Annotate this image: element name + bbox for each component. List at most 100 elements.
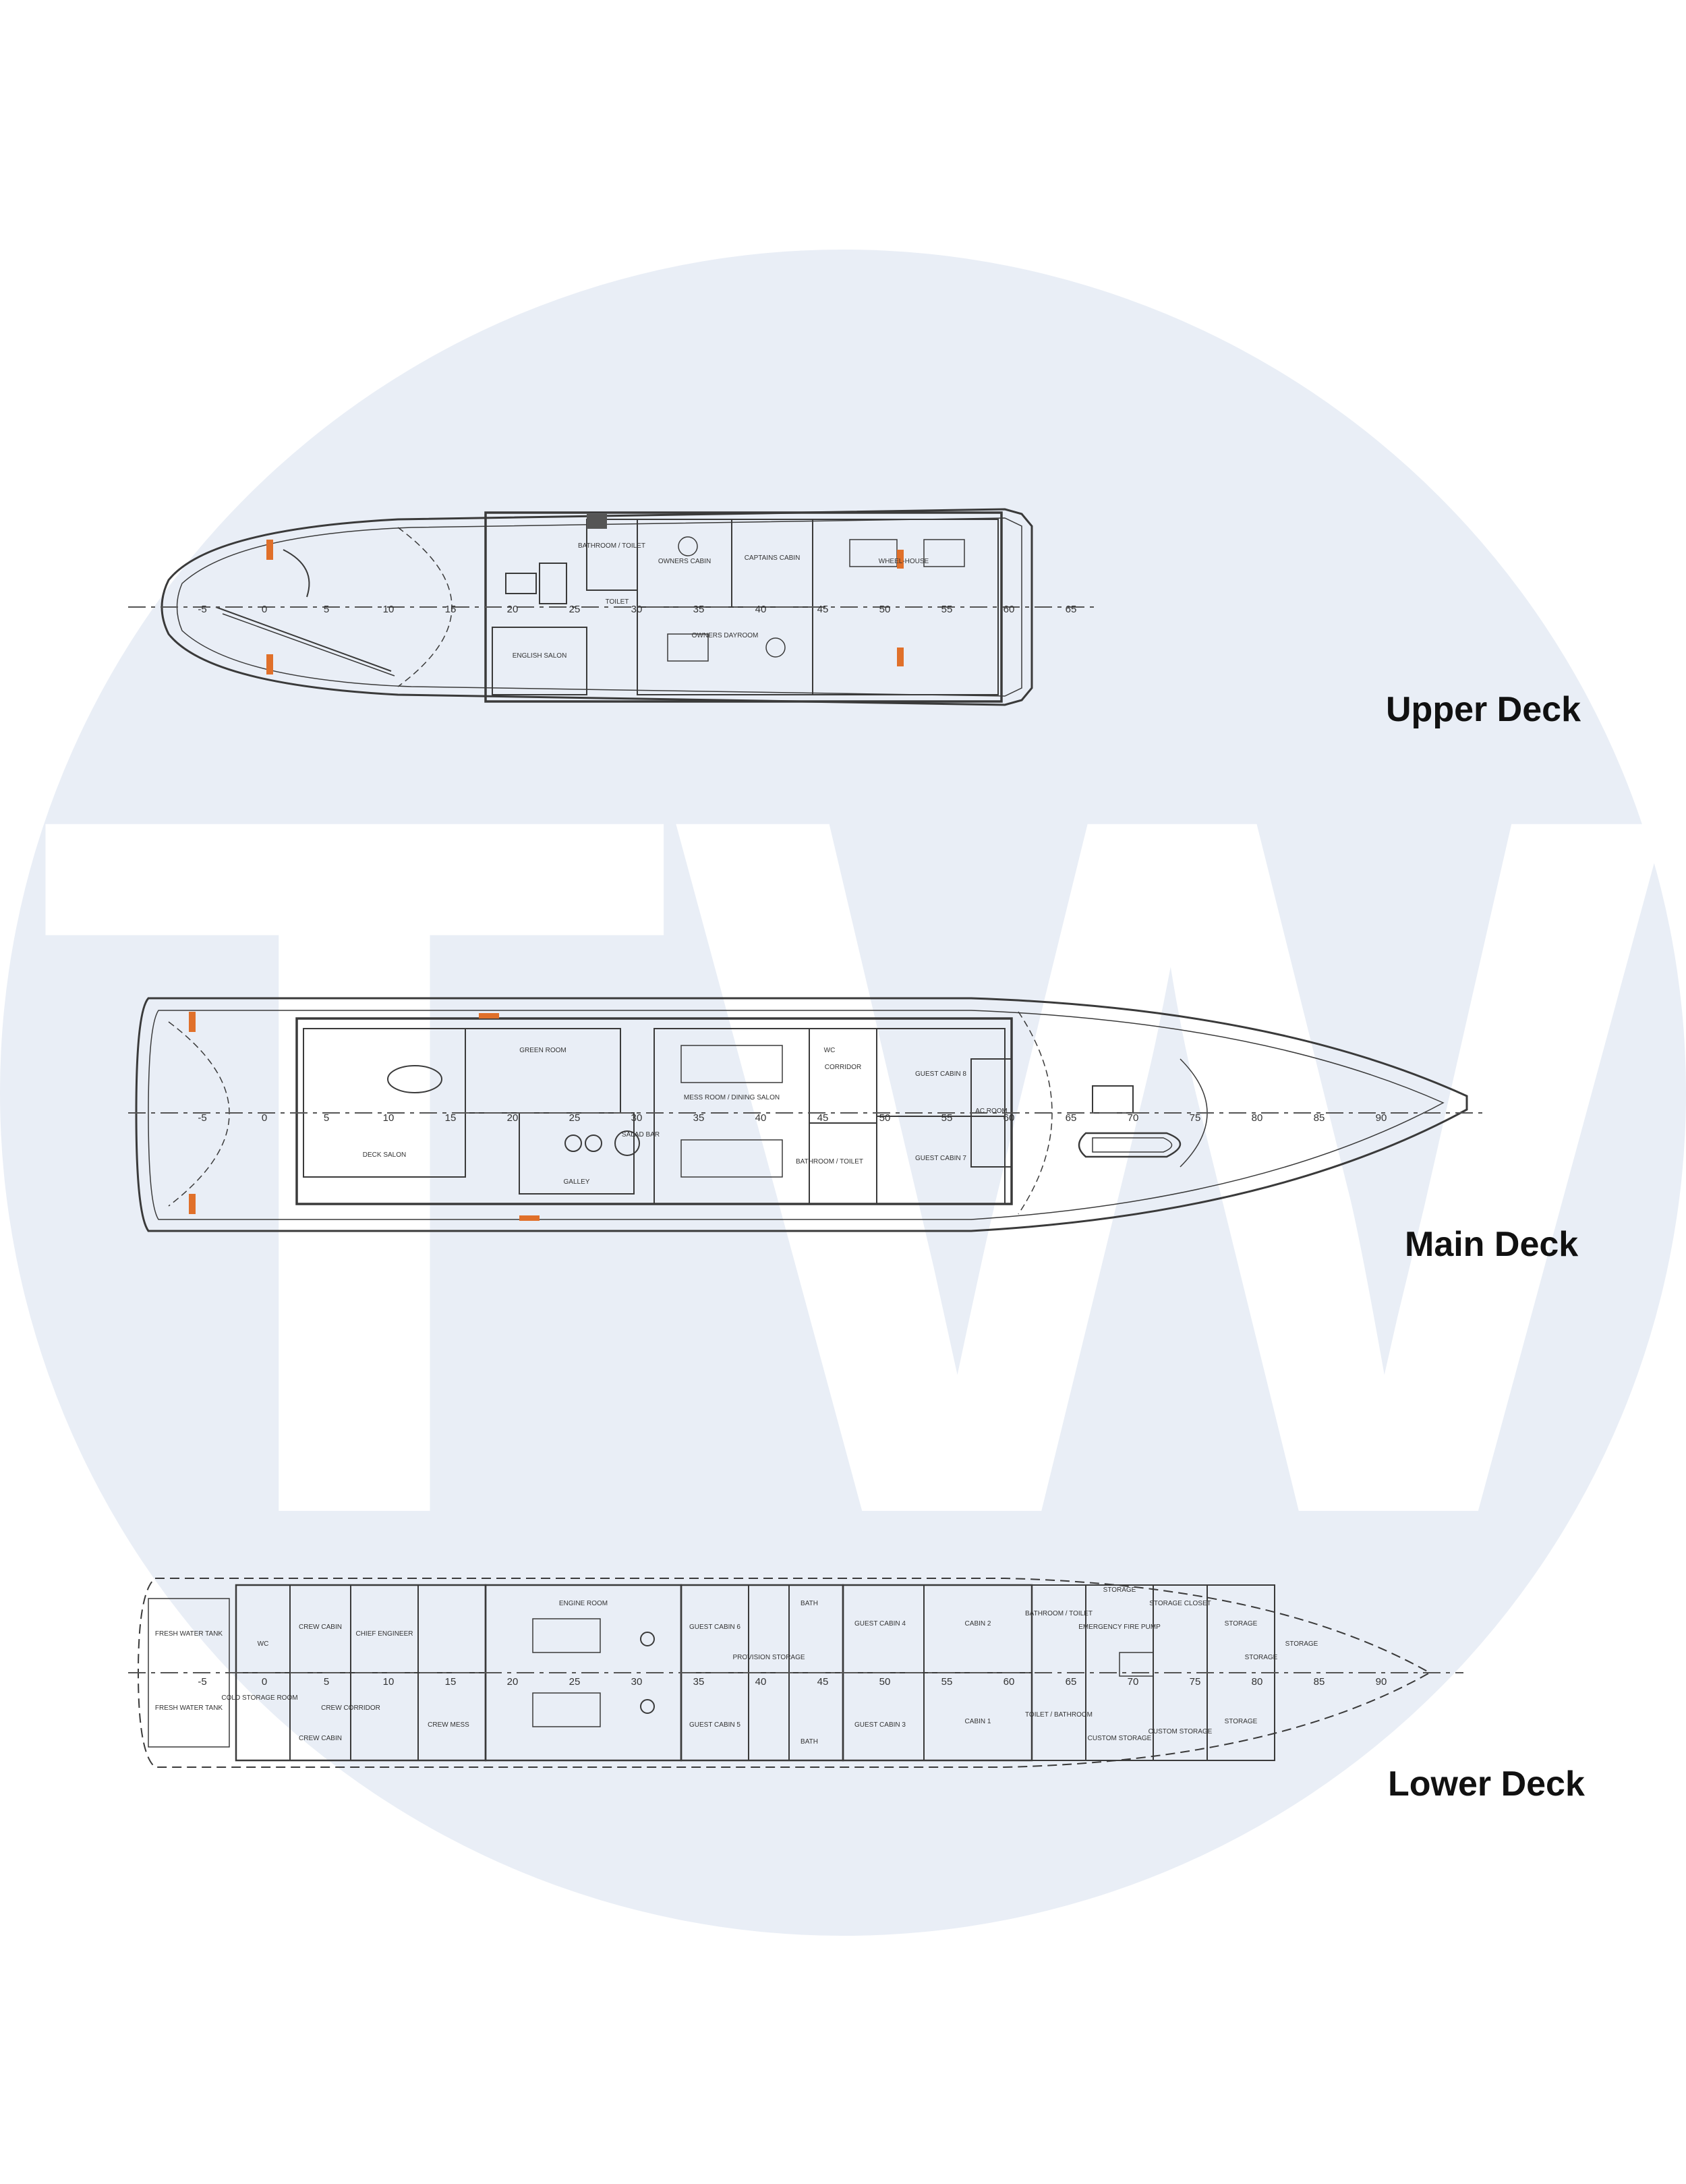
upper-room-label: TOILET <box>606 598 629 606</box>
lower-room-label: CREW MESS <box>428 1721 469 1729</box>
upper-room-label: WHEEL-HOUSE <box>879 558 929 565</box>
main-frame-number: 20 <box>507 1112 519 1124</box>
upper-frame-number: 15 <box>445 604 457 615</box>
main-frame-number: 65 <box>1066 1112 1077 1124</box>
lower-frame-number: 40 <box>755 1676 767 1688</box>
upper-stair-curve <box>283 549 310 598</box>
upper-room-label: CAPTAINS CABIN <box>745 554 801 562</box>
lower-room-label: BATHROOM / TOILET <box>1025 1610 1093 1617</box>
upper-room-label: OWNERS DAYROOM <box>692 632 759 639</box>
lower-frame-number: 75 <box>1190 1676 1201 1688</box>
lower-room-label: STORAGE <box>1285 1640 1318 1648</box>
main-room-label: WC <box>824 1047 836 1054</box>
main-frame-number: 15 <box>445 1112 457 1124</box>
lower-room-label: STORAGE <box>1225 1718 1258 1725</box>
main-salon-table <box>387 1065 442 1093</box>
lower-room-label: CREW CORRIDOR <box>321 1704 380 1712</box>
main-frame-number: 90 <box>1376 1112 1387 1124</box>
main-room-label: GREEN ROOM <box>519 1047 566 1054</box>
upper-frame-number: 20 <box>507 604 519 615</box>
main-frame-number: 60 <box>1004 1112 1015 1124</box>
lower-frame-number: 55 <box>941 1676 953 1688</box>
main-frame-number: 80 <box>1252 1112 1263 1124</box>
lower-frame-number: 5 <box>324 1676 329 1688</box>
main-frame-number: 0 <box>262 1112 267 1124</box>
lower-room-label: WC <box>258 1640 269 1648</box>
main-frame-number: 30 <box>631 1112 643 1124</box>
main-hull-outline <box>135 997 1468 1232</box>
upper-frame-number: 0 <box>262 604 267 615</box>
main-corridor <box>809 1028 877 1124</box>
lower-room-label: GUEST CABIN 3 <box>854 1721 906 1729</box>
lower-frame-number: 10 <box>383 1676 395 1688</box>
upper-hull-inner <box>176 517 1022 697</box>
main-deck-label: Main Deck <box>1405 1225 1579 1264</box>
upper-frame-number: 55 <box>941 604 953 615</box>
lower-room-label: BATH <box>801 1600 818 1607</box>
lower-deck-label: Lower Deck <box>1388 1764 1585 1804</box>
main-room-label: GUEST CABIN 8 <box>915 1070 966 1078</box>
lower-frame-number: 65 <box>1066 1676 1077 1688</box>
upper-stair-block <box>587 514 607 529</box>
main-tender-boat <box>1078 1132 1182 1158</box>
upper-frame-number: 50 <box>879 604 891 615</box>
main-frame-number: 25 <box>569 1112 581 1124</box>
lower-room-label: CABIN 2 <box>965 1620 991 1628</box>
upper-frame-number: 60 <box>1004 604 1015 615</box>
main-frame-number: 40 <box>755 1112 767 1124</box>
upper-room-label: BATHROOM / TOILET <box>578 542 645 550</box>
upper-frame-number: 45 <box>817 604 829 615</box>
lower-frame-number: 85 <box>1314 1676 1325 1688</box>
main-frame-number: 35 <box>693 1112 705 1124</box>
lower-room-label: PROVISION STORAGE <box>732 1654 805 1661</box>
upper-crane-arm <box>215 606 392 672</box>
main-room-label: MESS ROOM / DINING SALON <box>684 1094 780 1101</box>
lower-room-label: CREW CABIN <box>299 1735 342 1742</box>
main-frame-number: 70 <box>1128 1112 1139 1124</box>
upper-frame-number: 25 <box>569 604 581 615</box>
lower-room-label: FRESH WATER TANK <box>155 1704 223 1712</box>
main-room-label: GALLEY <box>564 1178 590 1186</box>
upper-frame-number: 10 <box>383 604 395 615</box>
upper-foredeck-arc <box>397 527 453 687</box>
main-guest-cabin-7 <box>876 1116 1006 1205</box>
main-hull-inner <box>148 1010 1445 1220</box>
upper-hull-outline <box>161 508 1033 706</box>
upper-owners-dayroom <box>637 606 813 695</box>
lower-frame-number: 45 <box>817 1676 829 1688</box>
upper-frame-number: -5 <box>198 604 206 615</box>
upper-frame-number: 40 <box>755 604 767 615</box>
lower-room-label: GUEST CABIN 5 <box>689 1721 740 1729</box>
lower-frame-number: 25 <box>569 1676 581 1688</box>
main-mess-room <box>653 1028 810 1205</box>
lower-frame-number: 20 <box>507 1676 519 1688</box>
upper-frame-number: 35 <box>693 604 705 615</box>
lower-room-label: CHIEF ENGINEER <box>355 1630 413 1638</box>
main-room-label: DECK SALON <box>363 1151 406 1159</box>
lower-room-label: ENGINE ROOM <box>559 1600 608 1607</box>
upper-bathroom <box>586 519 638 591</box>
lower-room-label: EMERGENCY FIRE PUMP <box>1078 1623 1161 1631</box>
lower-room-label: STORAGE <box>1103 1586 1136 1594</box>
upper-frame-number: 30 <box>631 604 643 615</box>
main-frame-number: 50 <box>879 1112 891 1124</box>
upper-room-label: ENGLISH SALON <box>513 652 567 660</box>
main-room-label: CORRIDOR <box>825 1064 861 1071</box>
upper-captains-cabin <box>731 519 813 608</box>
lower-room-label: CUSTOM STORAGE <box>1088 1735 1152 1742</box>
upper-room-label: OWNERS CABIN <box>658 558 711 565</box>
lower-room-label: TOILET / BATHROOM <box>1025 1711 1093 1719</box>
lower-frame-number: 70 <box>1128 1676 1139 1688</box>
main-frame-number: 45 <box>817 1112 829 1124</box>
lower-frame-number: 35 <box>693 1676 705 1688</box>
lower-frame-number: 0 <box>262 1676 267 1688</box>
main-frame-number: -5 <box>198 1112 206 1124</box>
lower-room-label: STORAGE <box>1225 1620 1258 1628</box>
lower-room-label: CREW CABIN <box>299 1623 342 1631</box>
main-room-label: GUEST CABIN 7 <box>915 1155 966 1162</box>
